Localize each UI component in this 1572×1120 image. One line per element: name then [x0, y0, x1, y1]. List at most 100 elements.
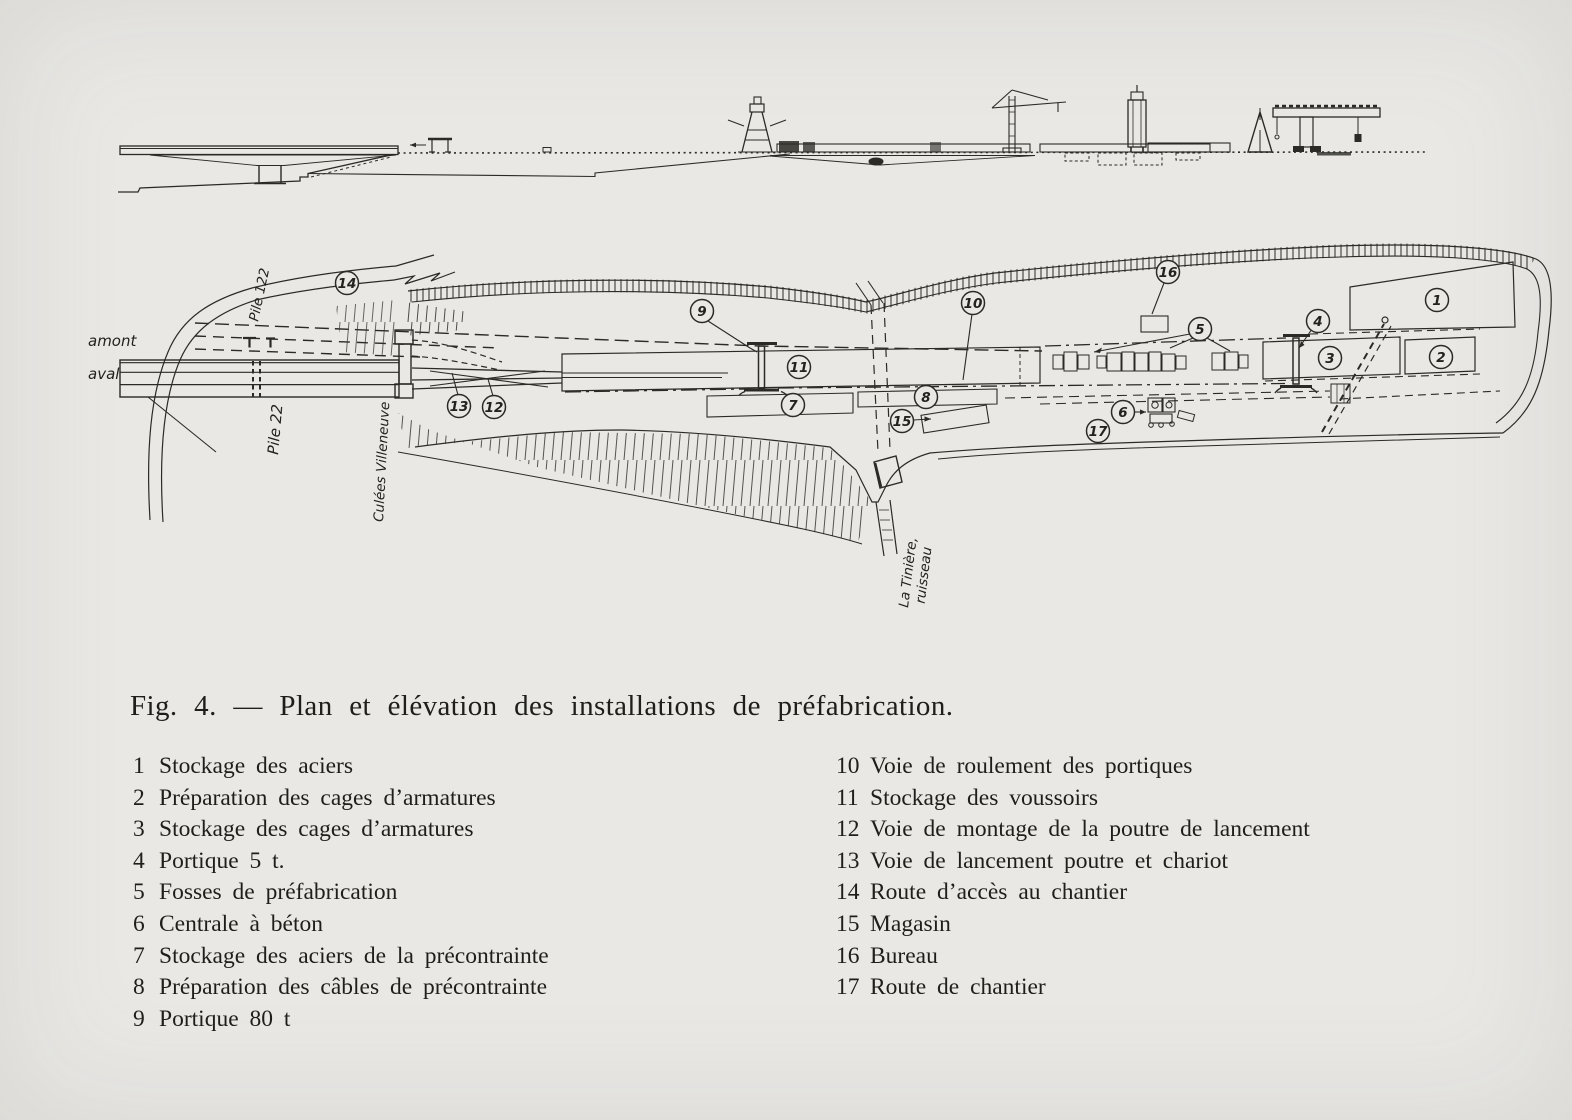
legend-label: Préparation des câbles de précontrainte [159, 974, 548, 1001]
legend-column-left: 1 Stockage des aciers 2 Préparation des ca… [133, 751, 773, 1035]
label-stream-2: ruisseau [913, 546, 936, 605]
marker-9: 9 [689, 298, 715, 324]
legend-item-10: 10 Voie de roulement des portiques [836, 751, 1536, 783]
gantry-crane-icon [1272, 104, 1381, 152]
svg-text:15: 15 [893, 414, 912, 430]
cage-storage-area [1262, 336, 1401, 380]
legend-label: Magasin [870, 910, 951, 937]
ground-lines [118, 151, 1426, 193]
legend-item-11: 11 Stockage des voussoirs [836, 783, 1536, 815]
legend-item-12: 12 Voie de montage de la poutre de lancem… [836, 814, 1536, 846]
small-portique-elevation [428, 137, 552, 153]
diagonal-lane [1321, 316, 1392, 435]
legend-label: Fosses de préfabrication [159, 879, 398, 906]
bridge-deck-elevation [119, 145, 399, 166]
portique-80t-symbol [738, 342, 788, 396]
legend-num: 2 [133, 784, 145, 811]
plan-view: 1 2 3 4 5 6 7 8 9 10 11 12 13 14 15 16 1… [88, 243, 1552, 608]
legend-num: 5 [133, 879, 145, 906]
launching-tracks [411, 339, 728, 390]
legend-label: Stockage des cages d’armatures [159, 816, 474, 843]
legend-num: 8 [133, 974, 145, 1001]
low-building-elevation [1039, 143, 1211, 166]
label-aval: aval [88, 365, 120, 383]
legend-label: Voie de roulement des portiques [870, 753, 1193, 779]
legend-item-6: 6 Centrale à béton [133, 909, 773, 941]
triangle-derrick-icon [1247, 108, 1273, 153]
legend-label: Route de chantier [870, 974, 1046, 1001]
cable-preparation-area [857, 388, 998, 408]
leader-lines [451, 282, 1313, 422]
legend-item-1: 1 Stockage des aciers [133, 751, 773, 783]
marker-15: 15 [889, 408, 915, 434]
legend-num: 3 [133, 816, 145, 843]
marker-17: 17 [1085, 418, 1111, 444]
legend-item-9: 9 Portique 80 t [133, 1004, 773, 1036]
svg-text:4: 4 [1312, 314, 1322, 330]
label-pile-22: Pile 22 [264, 404, 286, 456]
legend-num: 6 [133, 910, 145, 937]
marker-2: 2 [1428, 344, 1454, 370]
svg-text:10: 10 [964, 296, 983, 312]
svg-text:14: 14 [338, 276, 357, 292]
marker-4: 4 [1305, 308, 1331, 334]
legend-num: 1 [133, 753, 145, 779]
legend-num: 11 [836, 784, 859, 811]
upstream-axes [194, 322, 1043, 358]
steel-storage-area [1349, 261, 1516, 331]
marker-5: 5 [1187, 316, 1213, 342]
legend-label: Stockage des voussoirs [870, 784, 1099, 811]
legend-item-3: 3 Stockage des cages d’armatures [133, 814, 773, 846]
marker-6: 6 [1110, 399, 1136, 425]
prefabrication-pits [1052, 351, 1249, 372]
legend-label: Voie de montage de la poutre de lancemen… [870, 816, 1310, 843]
legend-label: Stockage des aciers [159, 753, 354, 779]
direction-arrow-icon [410, 142, 426, 148]
legend-num: 14 [836, 879, 860, 906]
marker-7: 7 [780, 392, 806, 418]
figure-caption: Fig. 4. — Plan et élévation des installa… [130, 690, 954, 722]
concrete-plant-silo [1127, 85, 1231, 153]
svg-text:7: 7 [788, 398, 798, 414]
prestress-steel-storage [706, 392, 854, 418]
legend-label: Voie de lancement poutre et chariot [870, 847, 1229, 874]
legend-num: 9 [133, 1005, 145, 1032]
svg-text:6: 6 [1118, 405, 1127, 421]
marker-13: 13 [446, 393, 472, 419]
svg-text:9: 9 [697, 304, 706, 320]
legend-item-8: 8 Préparation des câbles de précontrainte [133, 972, 773, 1004]
plan-bridge-deck [119, 359, 400, 398]
marker-16: 16 [1155, 259, 1181, 285]
marker-3: 3 [1317, 345, 1343, 371]
label-culees-villeneuve: Culées Villeneuve [371, 401, 393, 522]
concrete-plant-plan [1147, 397, 1196, 428]
legend-num: 16 [836, 942, 860, 969]
svg-text:12: 12 [485, 400, 504, 416]
marker-11: 11 [786, 354, 812, 380]
label-amont: amont [88, 332, 137, 350]
stream-tiniere [855, 280, 903, 557]
marker-14: 14 [334, 270, 360, 296]
legend-label: Préparation des cages d’armatures [159, 784, 496, 811]
legend-num: 10 [836, 753, 860, 779]
legend-num: 15 [836, 910, 860, 937]
derrick-tower [727, 96, 787, 153]
abutment [336, 300, 468, 399]
svg-text:16: 16 [1159, 265, 1178, 281]
legend-num: 12 [836, 816, 860, 843]
legend-label: Centrale à béton [159, 910, 323, 937]
legend-label: Portique 80 t [159, 1005, 291, 1032]
bureau-building [1140, 315, 1169, 333]
marker-8: 8 [913, 384, 939, 410]
legend-item-5: 5 Fosses de préfabrication [133, 877, 773, 909]
svg-text:3: 3 [1325, 351, 1334, 367]
legend-label: Portique 5 t. [159, 847, 285, 874]
voussoir-row-elevation [769, 141, 1036, 166]
